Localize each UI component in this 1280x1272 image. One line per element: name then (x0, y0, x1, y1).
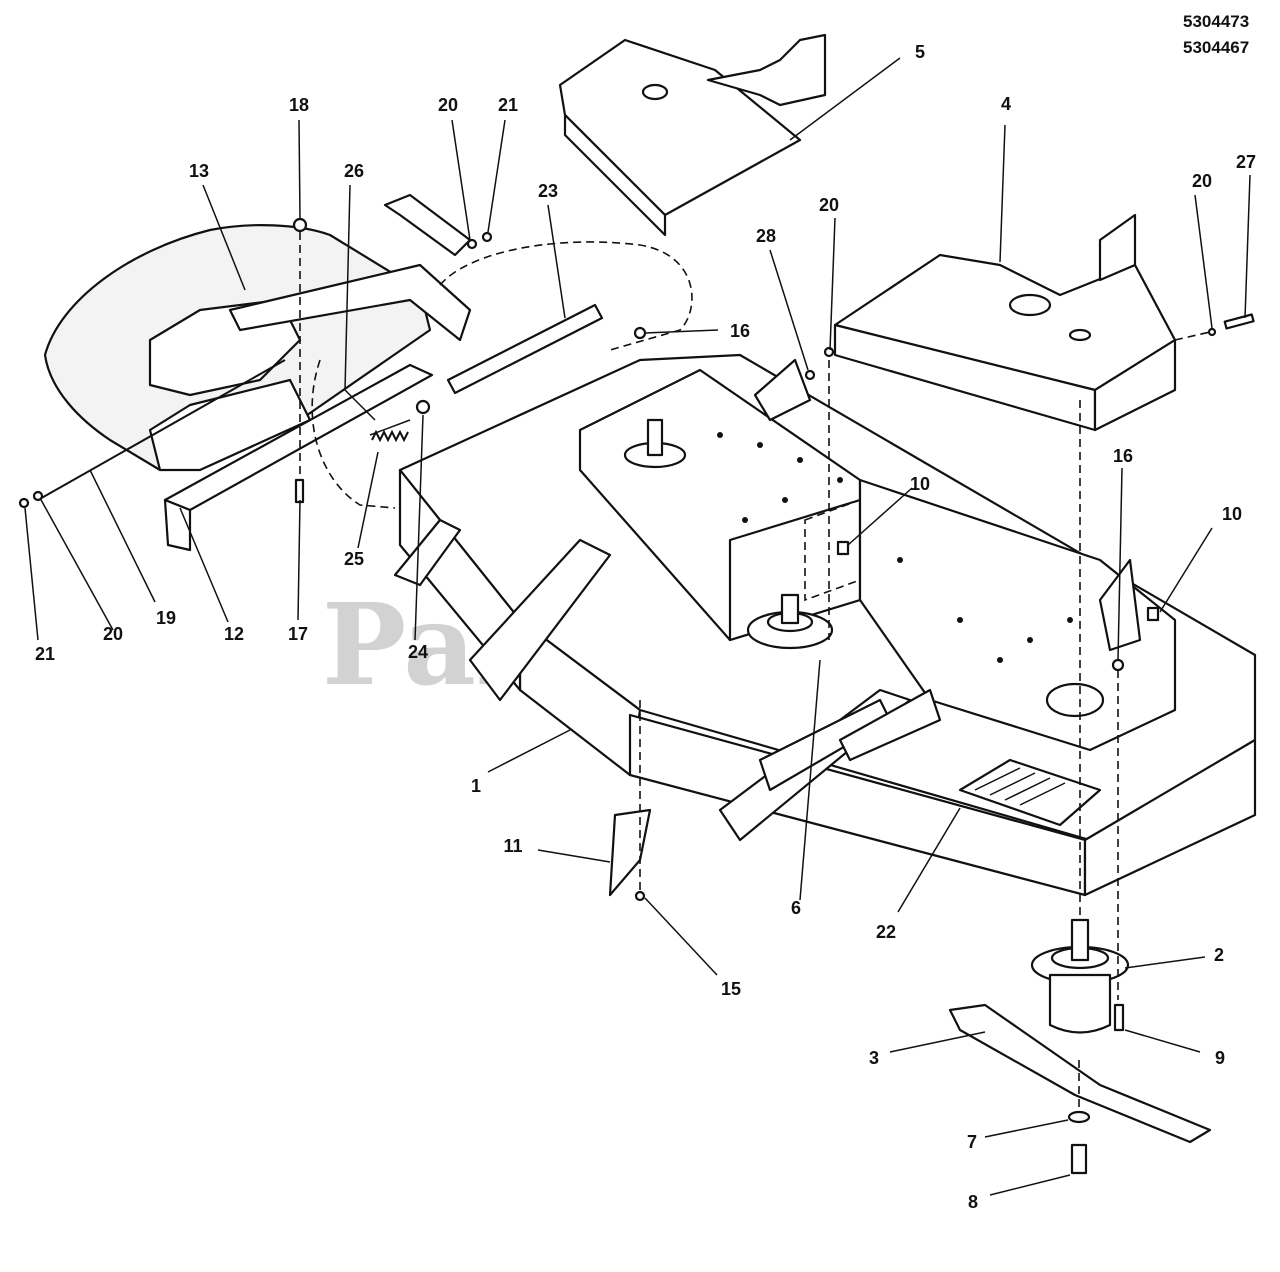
nut-18 (292, 217, 308, 233)
callout-20c: 20 (819, 195, 839, 215)
callout-15: 15 (721, 979, 741, 999)
callout-7: 7 (967, 1132, 977, 1152)
nut-16b (1111, 658, 1125, 672)
rod (37, 359, 286, 501)
bolt-27 (1223, 313, 1255, 330)
callout-19: 19 (156, 608, 176, 628)
belt-cover-4 (833, 213, 1177, 432)
callout-6: 6 (791, 898, 801, 918)
callout-28: 28 (756, 226, 776, 246)
callout-26: 26 (344, 161, 364, 181)
callout-27: 27 (1236, 152, 1256, 172)
spindle-assembly (1030, 918, 1130, 1034)
nut-21a (481, 231, 493, 243)
blade (948, 1003, 1212, 1144)
callout-11: 11 (503, 836, 522, 856)
callout-2: 2 (1214, 945, 1224, 965)
plate-outline (804, 498, 861, 602)
shield-bracket (228, 193, 472, 342)
washer-20a (823, 346, 835, 358)
small-bracket (608, 808, 652, 897)
model-number-2: 5304467 (1183, 38, 1249, 57)
bracket-bolt (634, 890, 646, 902)
callout-4: 4 (1001, 94, 1011, 114)
callout-20b: 20 (1192, 171, 1212, 191)
deck-holes (717, 432, 1105, 718)
clip-10b (1146, 606, 1160, 622)
callouts: 1 2 3 4 5 6 7 8 9 10 10 11 12 13 15 16 1… (35, 42, 1256, 1212)
washer (1067, 1110, 1091, 1124)
tube (446, 303, 604, 395)
deflector-shield (43, 224, 432, 472)
guide-lines (299, 232, 1211, 1110)
washer-24 (415, 399, 431, 415)
spring (369, 419, 411, 443)
callout-20a: 20 (438, 95, 458, 115)
callout-25: 25 (344, 549, 364, 569)
dashed-boundary-left (311, 359, 396, 509)
hardware (18, 217, 1255, 1175)
deck-spindle (623, 418, 834, 650)
callout-5: 5 (915, 42, 925, 62)
callout-10b: 10 (1222, 504, 1242, 524)
washer-20c (466, 238, 478, 250)
callout-24: 24 (408, 642, 428, 662)
callout-13: 13 (189, 161, 209, 181)
callout-17: 17 (288, 624, 308, 644)
step-plate (958, 758, 1102, 827)
dashed-boundary-upper (439, 241, 693, 351)
callout-10a: 10 (910, 474, 930, 494)
front-brackets (393, 358, 1142, 842)
callout-12: 12 (224, 624, 244, 644)
callout-1: 1 (471, 776, 481, 796)
washer-20b (1207, 327, 1217, 337)
bolt-28 (804, 369, 816, 381)
callout-22: 22 (876, 922, 896, 942)
nut-16a (633, 326, 647, 340)
callout-9: 9 (1215, 1048, 1225, 1068)
nut-21b (18, 497, 30, 509)
mower-deck (398, 353, 1257, 897)
hinge-bar (163, 363, 434, 552)
blade-bolt (1070, 1143, 1088, 1175)
callout-16a: 16 (730, 321, 750, 341)
callout-21b: 21 (35, 644, 55, 664)
callout-18: 18 (289, 95, 309, 115)
bolt-17 (294, 478, 305, 504)
belt-cover-5 (558, 33, 827, 237)
callout-16b: 16 (1113, 446, 1133, 466)
callout-8: 8 (968, 1192, 978, 1212)
callout-21a: 21 (498, 95, 518, 115)
callout-20d: 20 (103, 624, 123, 644)
spindle-bolt (1113, 1003, 1125, 1032)
leader-lines (24, 57, 1251, 1196)
callout-23: 23 (538, 181, 558, 201)
model-number-1: 5304473 (1183, 12, 1249, 31)
clip-10a (836, 540, 850, 556)
callout-3: 3 (869, 1048, 879, 1068)
